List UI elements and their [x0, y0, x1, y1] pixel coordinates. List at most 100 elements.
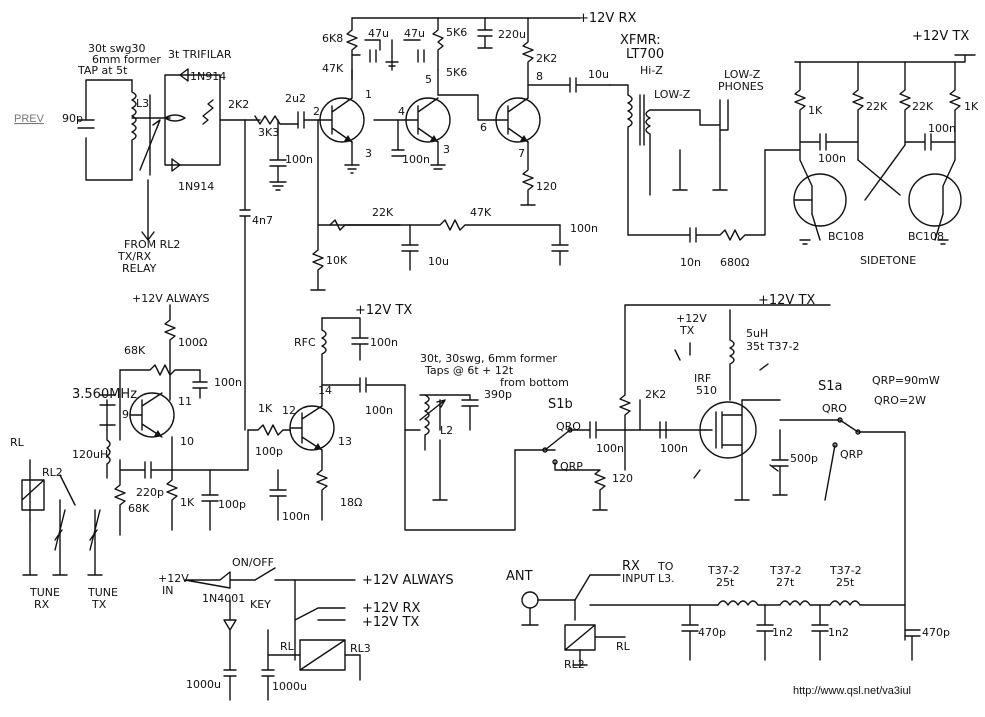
- label-s1a: S1a: [818, 379, 843, 394]
- q2-transistor: [373, 97, 451, 170]
- label-bc108-b: BC108: [908, 230, 944, 243]
- label-rx-input-4: L3.: [658, 572, 675, 585]
- label-xfmr2: LT700: [626, 47, 664, 62]
- label-r3k3: 3K3: [258, 126, 279, 139]
- label-qro-b: QRO: [822, 402, 847, 415]
- label-n1: 1: [365, 88, 372, 101]
- label-rl3: RL3: [350, 642, 371, 655]
- label-c47u-b: 47u: [404, 27, 425, 40]
- label-r22k-c: 22K: [912, 100, 934, 113]
- driver-transistor: [247, 317, 406, 521]
- label-rail-12v-always: +12V ALWAYS: [132, 292, 210, 305]
- label-c100n-a: 100n: [285, 153, 313, 166]
- label-r68k: 68K: [124, 344, 146, 357]
- label-n7: 7: [518, 147, 525, 160]
- label-r1k-d: 1K: [258, 402, 273, 415]
- label-n4: 4: [398, 105, 405, 118]
- label-l3-desc1: 30t swg30: [88, 42, 146, 55]
- label-r47k: 47K: [322, 62, 344, 75]
- label-rl2-a: RL2: [42, 466, 63, 479]
- label-c100n-b: 100n: [402, 153, 430, 166]
- label-r68k-b: 68K: [128, 502, 150, 515]
- label-c100n-k: 100n: [660, 442, 688, 455]
- rl2-relay-tune: [21, 459, 103, 576]
- label-d1n4001: 1N4001: [202, 592, 245, 605]
- label-bc108-a: BC108: [828, 230, 864, 243]
- label-l2-desc2: Taps @ 6t + 12t: [424, 364, 514, 377]
- label-c500p: 500p: [790, 452, 818, 465]
- label-rl-b: RL: [280, 640, 295, 653]
- q3-transistor: [437, 77, 611, 206]
- label-c90p: 90p: [62, 112, 83, 125]
- label-r1k-b: 1K: [964, 100, 979, 113]
- label-n13: 13: [338, 435, 352, 448]
- label-l3-desc3: TAP at 5t: [77, 64, 128, 77]
- label-r100: 100Ω: [178, 336, 207, 349]
- label-c10u-a: 10u: [588, 68, 609, 81]
- label-pot-2k2-c: 2K2: [645, 388, 666, 401]
- label-c4n7: 4n7: [252, 214, 273, 227]
- label-hiz: Hi-Z: [640, 64, 663, 77]
- label-n14: 14: [318, 384, 332, 397]
- label-tune-rx-2: RX: [34, 598, 50, 611]
- label-rl2-b: RL2: [564, 658, 585, 671]
- label-l2-desc1: 30t, 30swg, 6mm former: [420, 352, 557, 365]
- label-r120-a: 120: [536, 180, 557, 193]
- label-tune-tx-2: TX: [91, 598, 107, 611]
- label-r1k-a: 1K: [808, 104, 823, 117]
- label-ant: ANT: [506, 569, 533, 584]
- label-in12v-1: +12V: [158, 572, 189, 585]
- label-c1n2-a: 1n2: [772, 626, 793, 639]
- label-c100p-a: 100p: [218, 498, 246, 511]
- label-c470p-b: 470p: [922, 626, 950, 639]
- label-r10k: 10K: [326, 254, 348, 267]
- label-c100n-h: 100n: [282, 510, 310, 523]
- label-lowz-phones-2: PHONES: [718, 80, 764, 93]
- label-rx-input-1: RX: [622, 559, 640, 574]
- label-rl-a: RL: [10, 436, 25, 449]
- audio-transformer: [609, 84, 766, 243]
- label-c390p: 390p: [484, 388, 512, 401]
- label-r47k-b: 47K: [470, 206, 492, 219]
- label-d1n914-b: 1N914: [178, 180, 214, 193]
- label-in12v-2: IN: [162, 584, 173, 597]
- label-l120u: 120uH: [72, 448, 108, 461]
- label-l2: L2: [440, 424, 453, 437]
- label-n12: 12: [282, 404, 296, 417]
- label-c100n-g: 100n: [370, 336, 398, 349]
- label-r18: 18Ω: [340, 496, 362, 509]
- label-rfc: RFC: [294, 336, 316, 349]
- label-l5uh2: 35t T37-2: [746, 340, 800, 353]
- label-rail-12v-tx2: +12V TX: [355, 303, 412, 318]
- component-labels: 30t swg30 6mm former TAP at 5t 3t TRIFIL…: [10, 11, 979, 697]
- label-c100n-i: 100n: [365, 404, 393, 417]
- label-n2: 2: [313, 105, 320, 118]
- crystal-oscillator: [99, 304, 249, 536]
- trifilar-diodes: [164, 68, 261, 172]
- label-c470p-a: 470p: [698, 626, 726, 639]
- prev-link[interactable]: PREV: [14, 113, 45, 125]
- q1-transistor: [317, 69, 365, 174]
- label-qro-power: QRO=2W: [874, 394, 926, 407]
- q1-input: [239, 111, 319, 431]
- label-n5: 5: [425, 73, 432, 86]
- label-r5k6-a: 5K6: [446, 26, 467, 39]
- label-t1a: T37-2: [707, 564, 740, 577]
- label-c100n-c: 100n: [570, 222, 598, 235]
- label-r1k-c: 1K: [180, 496, 195, 509]
- label-irf2: 510: [696, 384, 717, 397]
- label-irf1: IRF: [694, 372, 711, 385]
- label-c220p: 220p: [136, 486, 164, 499]
- label-qrp-a: QRP: [560, 460, 583, 473]
- label-r680: 680Ω: [720, 256, 749, 269]
- label-rail-12v-tx3: +12V TX: [758, 293, 815, 308]
- label-c47u-a: 47u: [368, 27, 389, 40]
- label-qrp-power: QRP=90mW: [872, 374, 940, 387]
- label-c1000u-b: 1000u: [272, 680, 307, 693]
- label-from-rl2-3: RELAY: [122, 262, 157, 275]
- source-url: http://www.qsl.net/va3iul: [793, 685, 911, 697]
- label-from-rl2-2: TX/RX: [117, 250, 152, 263]
- label-lowz: LOW-Z: [654, 88, 691, 101]
- l3-tank: [77, 79, 171, 241]
